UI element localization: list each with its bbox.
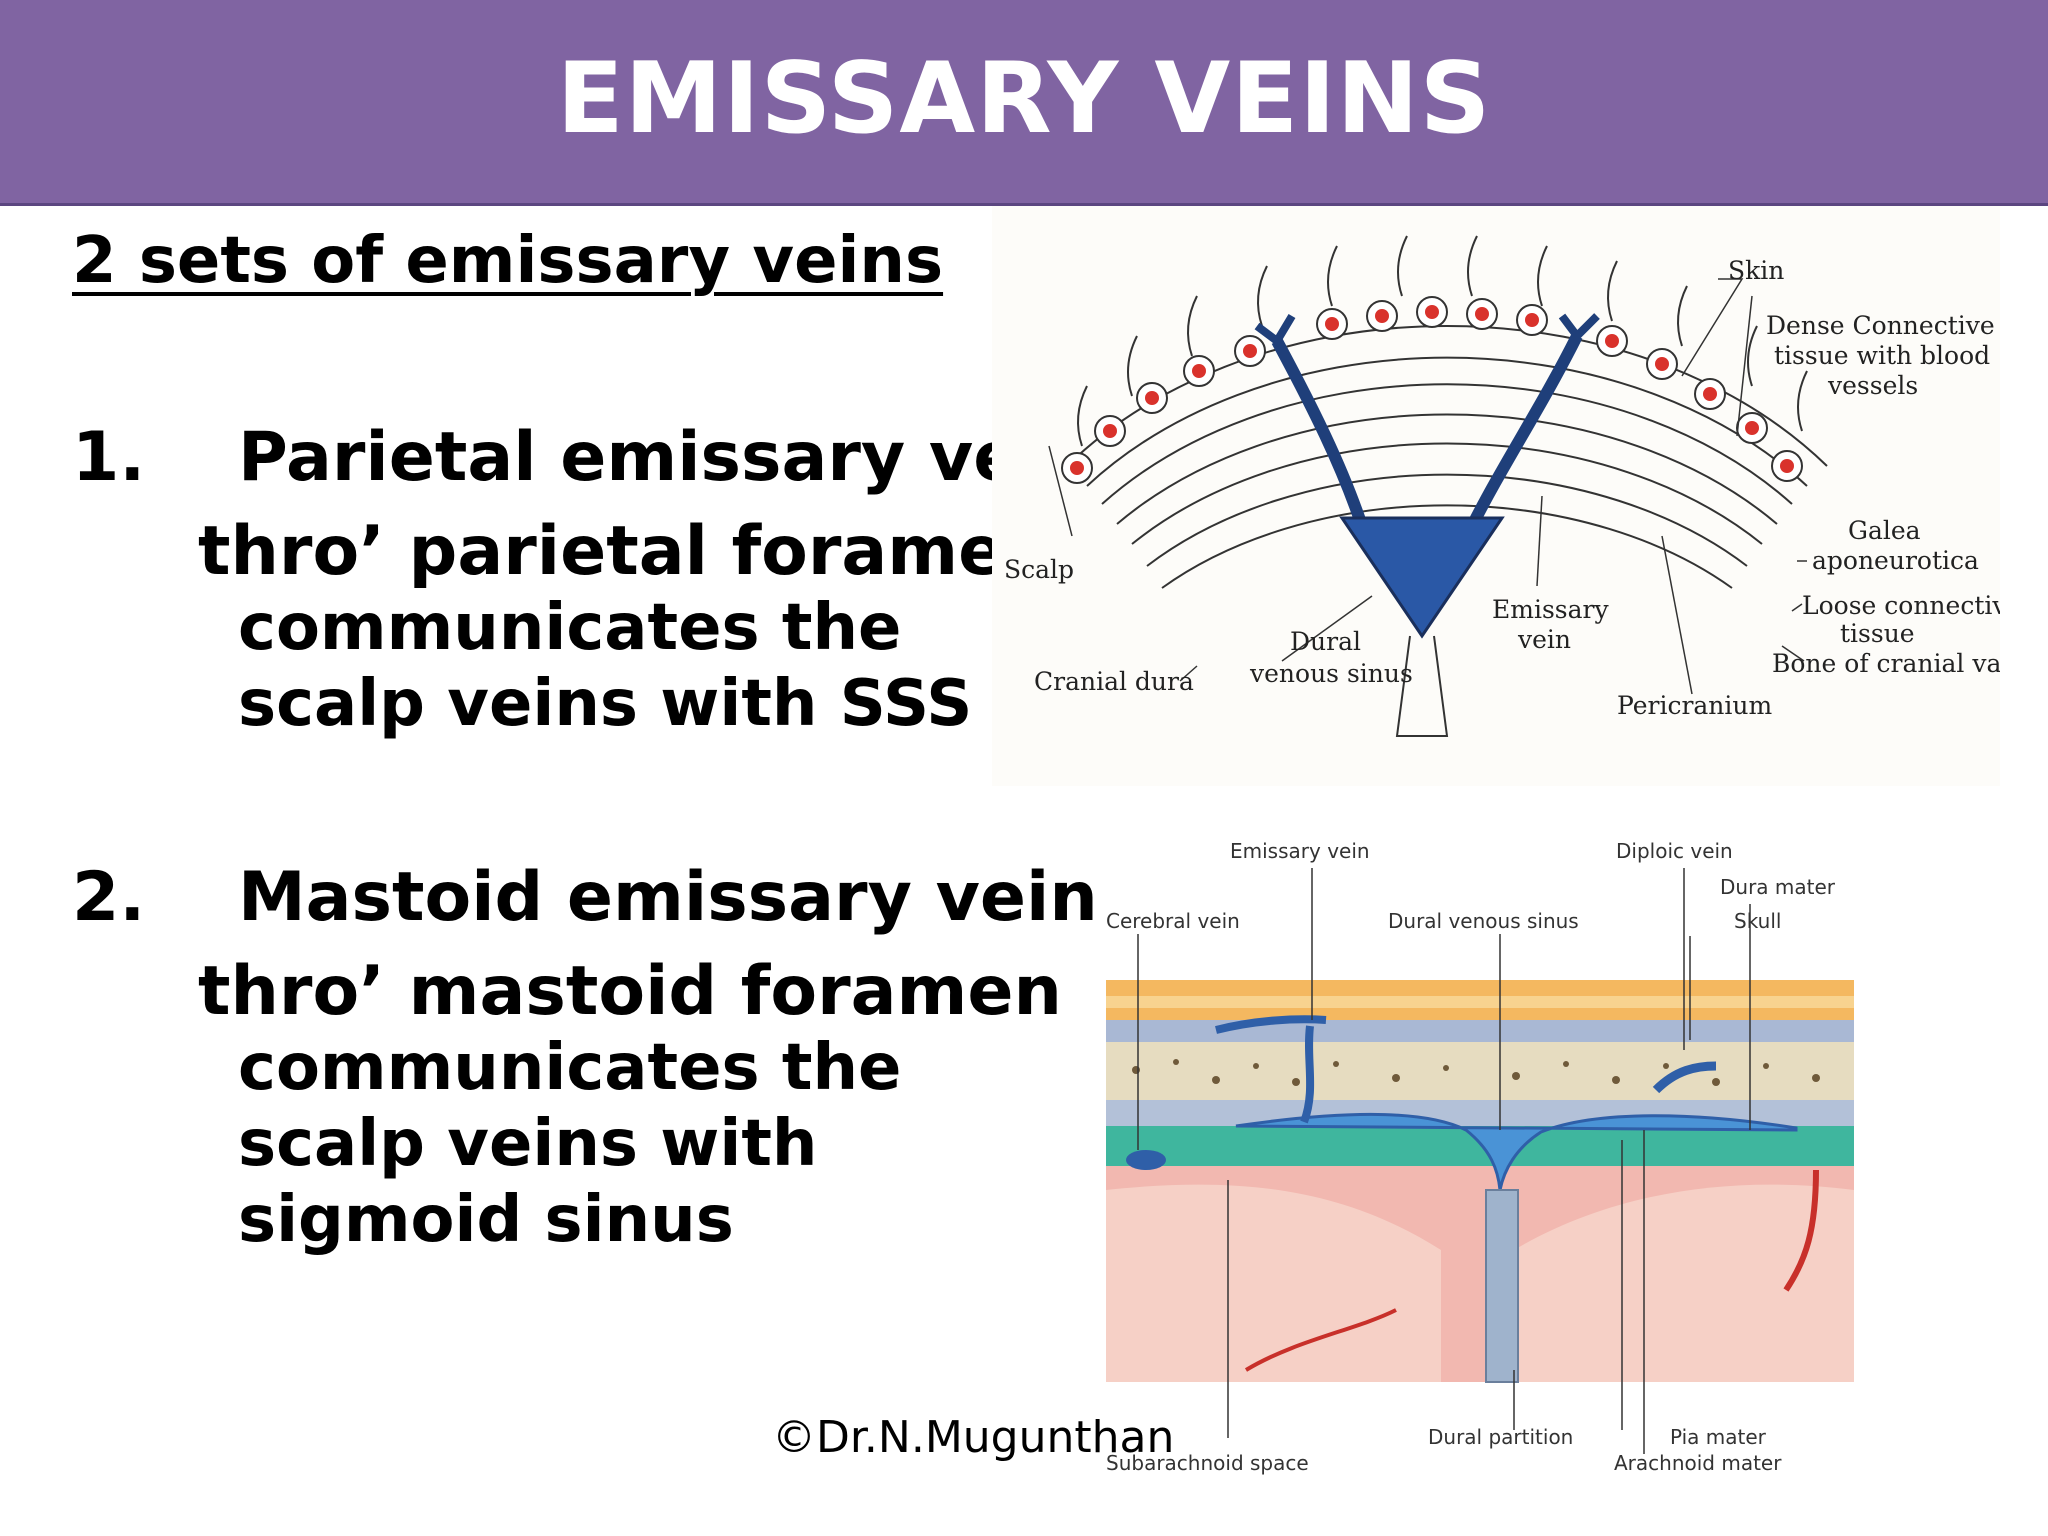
label-skull: Skull: [1734, 909, 1781, 933]
artery-left: [1244, 1308, 1397, 1372]
label-subarachnoid-space: Subarachnoid space: [1106, 1451, 1309, 1475]
figure1-background: [992, 206, 2000, 786]
emissary-vein-shape: [1254, 313, 1600, 529]
label-bone: Bone of cranial vault: [1772, 649, 2000, 678]
scalp-layers-diagram: Skin Dense Connective tissue with blood …: [992, 206, 2000, 786]
white-matter-left: [1106, 1184, 1441, 1382]
label-dural-1: Dural: [1290, 627, 1361, 656]
item-1-cont-1: communicates the: [238, 591, 902, 665]
label-dural-2: venous sinus: [1249, 659, 1413, 688]
label-scalp: Scalp: [1004, 555, 1074, 584]
item-1-line1: thro’ parietal foramen: [198, 512, 1053, 591]
meninges-cross-section-diagram: Emissary vein Diploic vein Dura mater Ce…: [1096, 830, 1888, 1480]
label-pia-mater: Pia mater: [1670, 1425, 1767, 1449]
item-2-heading: Mastoid emissary vein: [238, 858, 1098, 937]
label-emissary-1: Emissary: [1492, 595, 1609, 624]
item-2-cont-3: sigmoid sinus: [238, 1183, 734, 1257]
hair-follicles: [1061, 296, 1803, 484]
leader-lines: [1048, 278, 1807, 695]
label-loose-2: tissue: [1840, 619, 1915, 648]
label-dense-3: vessels: [1827, 371, 1918, 400]
copyright-text: ©Dr.N.Mugunthan: [772, 1412, 1175, 1463]
label-loose-1: Loose connective: [1802, 591, 2000, 620]
item-2-cont-2: scalp veins with: [238, 1107, 818, 1181]
label-dense-1: Dense Connective: [1766, 311, 1995, 340]
label-arachnoid-mater: Arachnoid mater: [1614, 1451, 1782, 1475]
item-1-cont-2: scalp veins with SSS: [238, 667, 973, 741]
label-pericranium: Pericranium: [1617, 691, 1772, 720]
diploic-vein-shape: [1652, 1061, 1717, 1094]
label-dura-mater: Dura mater: [1720, 875, 1836, 899]
white-matter-right: [1514, 1184, 1854, 1382]
page-title: EMISSARY VEINS: [556, 42, 1492, 156]
label-galea-2: aponeurotica: [1812, 546, 1979, 575]
dural-venous-sinus-shape: [1339, 516, 1505, 639]
dural-partition-shape: [1485, 1189, 1519, 1383]
item-2-line1: thro’ mastoid foramen: [198, 952, 1062, 1031]
cerebral-vein-shape: [1126, 1150, 1166, 1170]
label-galea-1: Galea: [1848, 516, 1921, 545]
leader-lines-2: [1137, 868, 1751, 1454]
label-skin: Skin: [1728, 256, 1784, 285]
hair-strands: [1077, 235, 1808, 447]
skull-band: [1106, 1042, 1854, 1100]
periosteum-band: [1106, 1020, 1854, 1042]
item-2-cont-1: communicates the: [238, 1031, 902, 1105]
title-bar: EMISSARY VEINS: [0, 0, 2048, 206]
label-emissary-2: vein: [1517, 625, 1571, 654]
scalp-highlight: [1106, 996, 1854, 1008]
section-subtitle: 2 sets of emissary veins: [72, 224, 944, 298]
artery-right: [1783, 1169, 1819, 1292]
label-emissary-vein: Emissary vein: [1230, 839, 1370, 863]
item-2-number: 2.: [72, 858, 146, 937]
item-1-heading: Parietal emissary vein: [238, 418, 1092, 497]
dural-venous-sinus-shape: [1235, 1113, 1798, 1191]
emissary-vein-top: [1215, 1015, 1327, 1034]
label-cerebral-vein: Cerebral vein: [1106, 909, 1240, 933]
layer-arcs: [1066, 325, 1828, 589]
emissary-vein-stem: [1300, 1025, 1315, 1124]
item-1-number: 1.: [72, 418, 146, 497]
label-dural-venous-sinus: Dural venous sinus: [1388, 909, 1579, 933]
diploe-texture: [1132, 1059, 1820, 1086]
label-diploic-vein: Diploic vein: [1616, 839, 1733, 863]
label-cranial-dura: Cranial dura: [1034, 667, 1194, 696]
falx-shape: [1395, 635, 1449, 737]
label-dural-partition: Dural partition: [1428, 1425, 1573, 1449]
label-dense-2: tissue with blood: [1774, 341, 1990, 370]
